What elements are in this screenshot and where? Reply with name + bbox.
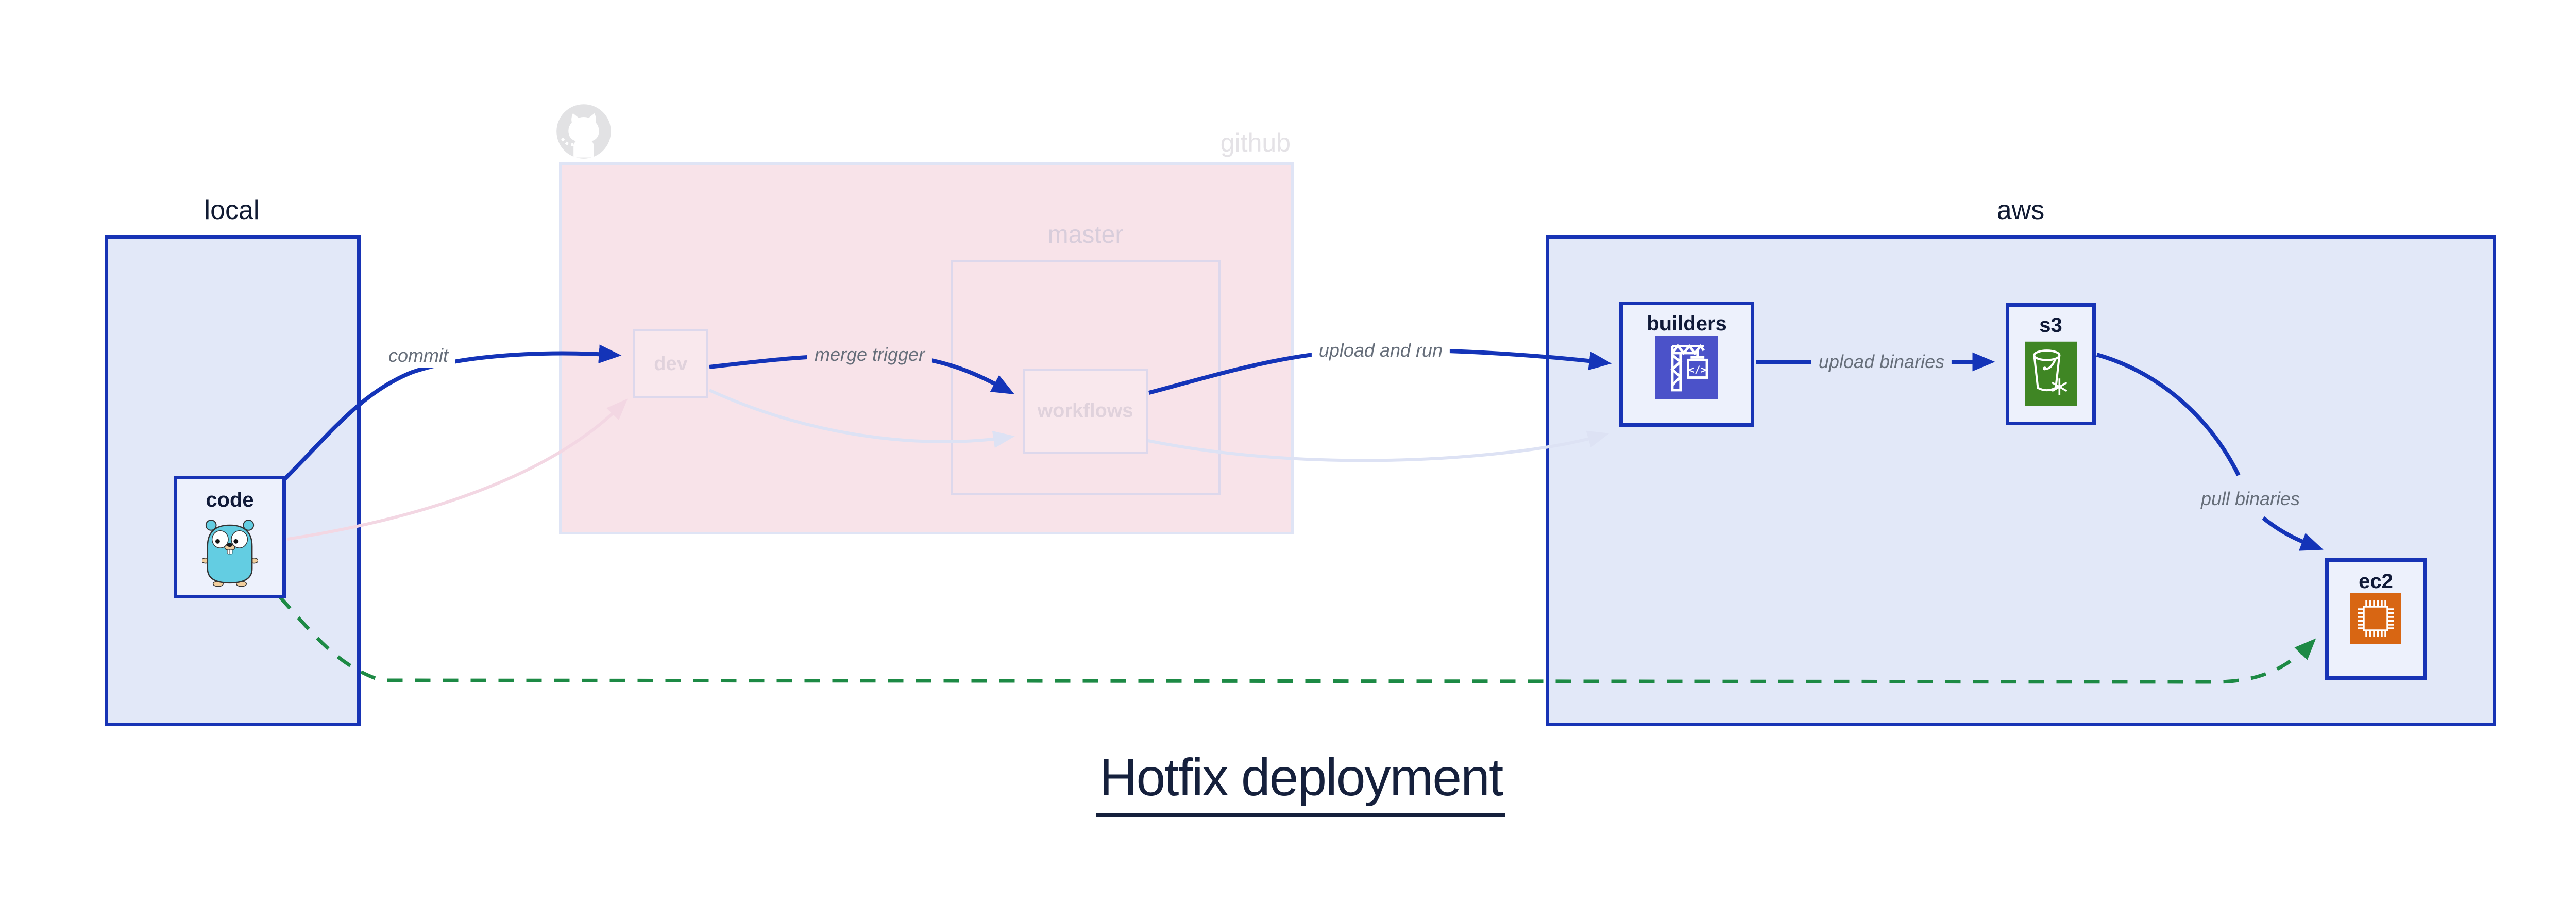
node-builders-label: builders	[1647, 312, 1727, 335]
edge-label-upload-binaries: upload binaries	[1811, 350, 1952, 374]
node-dev: dev	[633, 329, 708, 398]
edge-label-pull-binaries: pull binaries	[2193, 487, 2308, 511]
diagram-title: Hotfix deployment	[1096, 747, 1506, 817]
github-octocat-icon	[555, 103, 612, 160]
aws-group-label: aws	[1996, 195, 2045, 225]
node-code-label: code	[206, 489, 254, 511]
edge-label-commit: commit	[381, 344, 455, 368]
local-group-label: local	[204, 195, 260, 225]
node-dev-label: dev	[654, 353, 688, 375]
go-gopher-icon	[202, 515, 258, 588]
svg-text:</>: </>	[1688, 364, 1706, 376]
github-group-label: github	[1220, 128, 1291, 157]
codebuild-crane-icon: </>	[1655, 336, 1719, 399]
node-ec2: ec2	[2325, 558, 2427, 680]
cpu-chip-icon	[2350, 593, 2401, 644]
node-workflows-label: workflows	[1037, 400, 1133, 422]
edge-label-merge-trigger: merge trigger	[807, 343, 933, 366]
master-branch-label: master	[1047, 221, 1124, 248]
s3-bucket-icon	[2025, 341, 2077, 406]
node-s3-label: s3	[2039, 314, 2062, 337]
node-workflows: workflows	[1023, 369, 1148, 454]
node-ec2-label: ec2	[2359, 570, 2393, 593]
edge-label-upload-and-run: upload and run	[1311, 339, 1450, 362]
